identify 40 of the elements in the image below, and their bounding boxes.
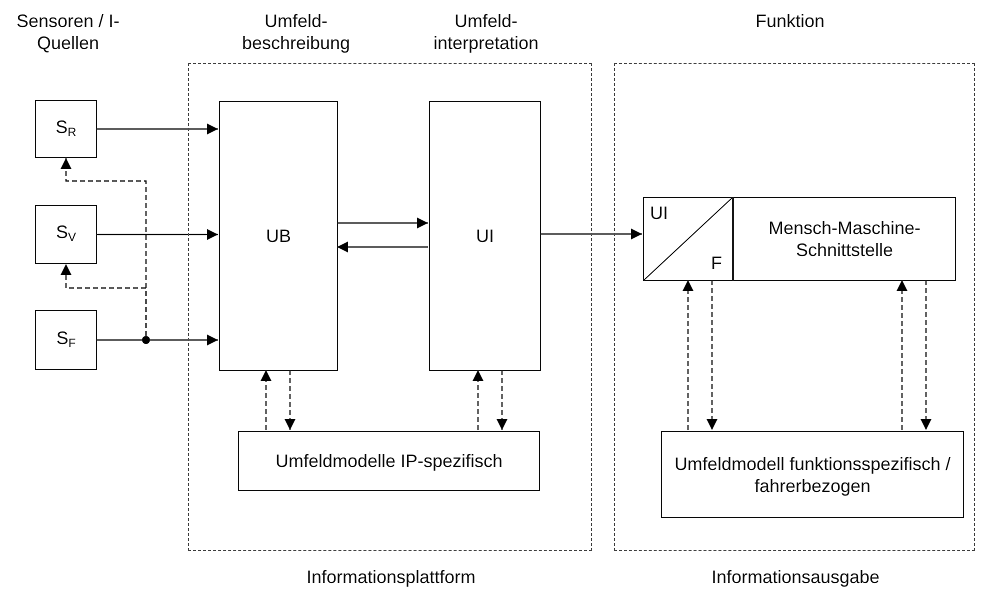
box-label: S$_{R}$ [54,116,78,140]
dashed-arrow [496,370,508,430]
region-title: Informationsausgabe [710,566,881,588]
region-title: Informationsplattform [305,566,477,588]
model-box [661,431,964,518]
arrow [337,218,428,228]
arrow [97,229,218,240]
column-heading: Funktion [754,10,826,32]
box-label: Mensch-Maschine-Schnittstelle [767,217,922,261]
box-label: S$_{V}$ [54,221,78,246]
process-box [429,101,541,371]
sensor-box [35,310,97,370]
dashed-arrow [472,370,484,430]
column-heading: Sensoren / I-Quellen [15,10,121,54]
interface-box [733,197,956,281]
box-label: UI [475,225,495,247]
column-heading: Umfeld- beschreibung [240,10,352,54]
arrow [97,124,218,134]
junction-dot [142,336,150,344]
dashed-arrow [260,370,272,430]
box-label: UI [650,202,668,224]
sensor-box [35,205,97,264]
sensor-box [35,100,97,158]
box-label: Umfeldmodell funktionsspezifisch / fahrerbezogen [673,452,952,496]
process-box [219,101,338,371]
box-label: S$_{F}$ [55,326,77,352]
model-box [238,431,540,491]
box-label: F [711,252,722,274]
dashed-arrow [284,370,296,430]
dashed-arrow [706,280,718,430]
dashed-arrow [60,264,147,336]
dashed-arrow [682,280,694,430]
arrow [337,242,428,252]
box-label: UB [264,225,292,247]
dashed-arrow [896,280,908,430]
box-label: Umfeldmodelle IP-spezifisch [274,450,504,472]
arrow [540,228,642,240]
arrow [150,334,218,346]
column-heading: Umfeld- interpretation [432,10,540,54]
dashed-arrow [920,280,932,430]
